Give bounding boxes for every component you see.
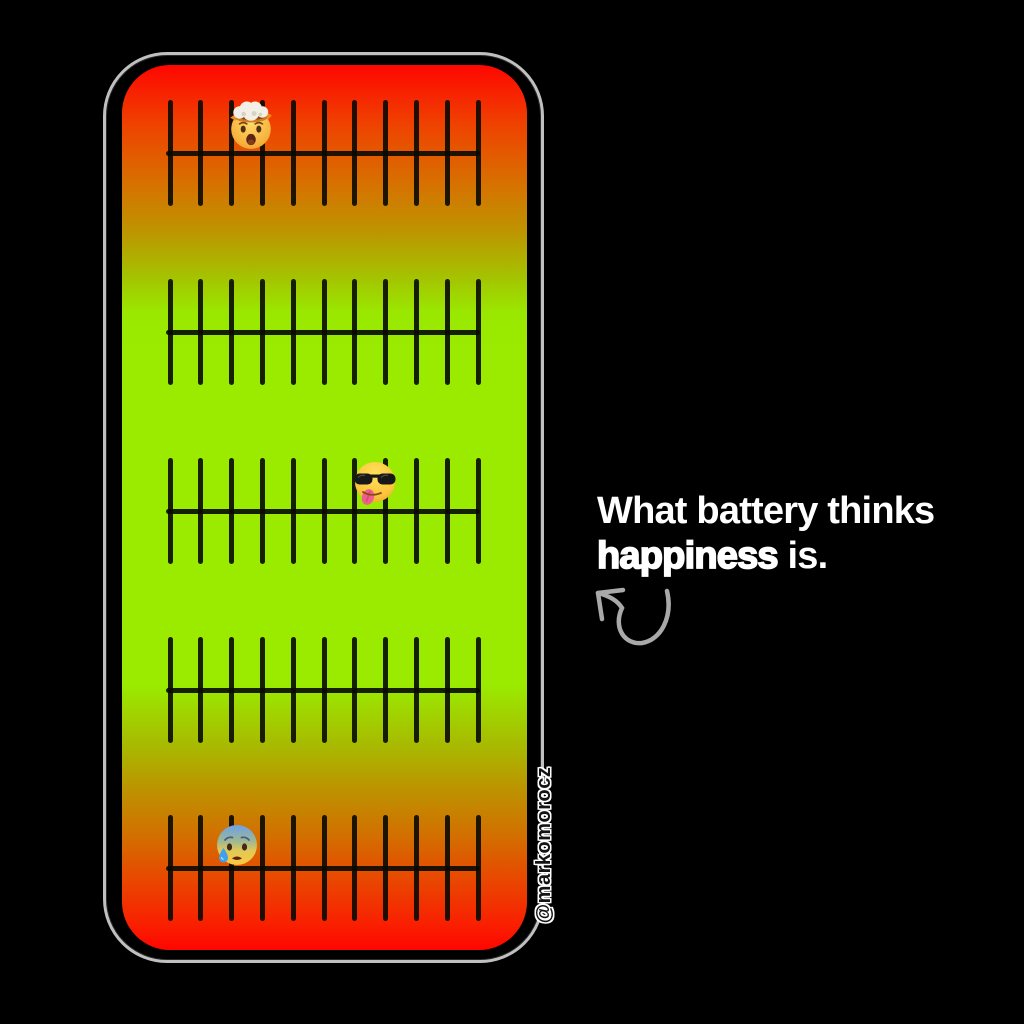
ruler-tick	[413, 637, 419, 743]
ruler-tick	[290, 100, 296, 206]
ruler-tick	[352, 458, 358, 564]
ruler-tick	[259, 279, 265, 385]
ruler-tick	[413, 815, 419, 921]
caption-line1: What battery thinks	[597, 490, 935, 532]
ruler-tick	[413, 458, 419, 564]
ruler-tick	[383, 279, 389, 385]
ruler-tick	[475, 815, 481, 921]
ruler-tick	[229, 100, 235, 206]
ruler-tick	[321, 100, 327, 206]
anxious-sweat-emoji	[213, 821, 261, 869]
ruler-tick	[259, 100, 265, 206]
caption: What battery thinks happiness is.	[596, 489, 935, 579]
watermark-handle: @markomorocz	[533, 766, 555, 924]
ruler-tick	[444, 637, 450, 743]
curved-arrow-icon	[595, 587, 671, 646]
ruler-tick	[198, 100, 204, 206]
ruler-tick	[383, 100, 389, 206]
ruler-tick	[475, 279, 481, 385]
ruler-tick	[475, 458, 481, 564]
ruler-tick	[167, 100, 173, 206]
ruler-tick	[290, 458, 296, 564]
ruler-tick	[321, 637, 327, 743]
ruler-tick	[198, 637, 204, 743]
ruler-tick	[259, 815, 265, 921]
ruler-tick	[383, 815, 389, 921]
ruler-tick	[444, 100, 450, 206]
ruler-tick	[259, 637, 265, 743]
ruler-tick	[383, 637, 389, 743]
ruler-tick	[475, 637, 481, 743]
ruler-tick	[444, 815, 450, 921]
ruler-tick	[290, 279, 296, 385]
ruler-tick	[198, 279, 204, 385]
ruler-tick	[229, 815, 235, 921]
ruler-tick	[167, 279, 173, 385]
ruler-tick	[167, 458, 173, 564]
ruler-tick	[167, 815, 173, 921]
ruler-tick	[413, 279, 419, 385]
ruler-tick	[475, 100, 481, 206]
ruler-tick	[352, 815, 358, 921]
ruler-tick	[198, 815, 204, 921]
ruler-tick	[352, 279, 358, 385]
ruler-tick	[321, 458, 327, 564]
battery-gradient-screen	[122, 65, 527, 950]
ruler-tick	[229, 637, 235, 743]
ruler-tick	[198, 458, 204, 564]
caption-line2-rest: is.	[777, 535, 829, 577]
ruler-tick	[413, 100, 419, 206]
ruler-tick	[290, 815, 296, 921]
sunglasses-tongue-emoji	[351, 458, 399, 506]
ruler-tick	[383, 458, 389, 564]
ruler-tick	[444, 458, 450, 564]
caption-emphasis: happiness	[596, 534, 779, 578]
ruler-tick	[352, 100, 358, 206]
ruler-tick	[444, 279, 450, 385]
ruler-tick	[259, 458, 265, 564]
ruler-tick	[321, 279, 327, 385]
caption-line2: happiness is.	[596, 534, 934, 579]
ruler-tick	[321, 815, 327, 921]
ruler-tick	[290, 637, 296, 743]
ruler-tick	[352, 637, 358, 743]
ruler-tick	[229, 458, 235, 564]
exploding-head-emoji	[226, 101, 276, 151]
ruler-tick	[167, 637, 173, 743]
ruler-tick	[229, 279, 235, 385]
